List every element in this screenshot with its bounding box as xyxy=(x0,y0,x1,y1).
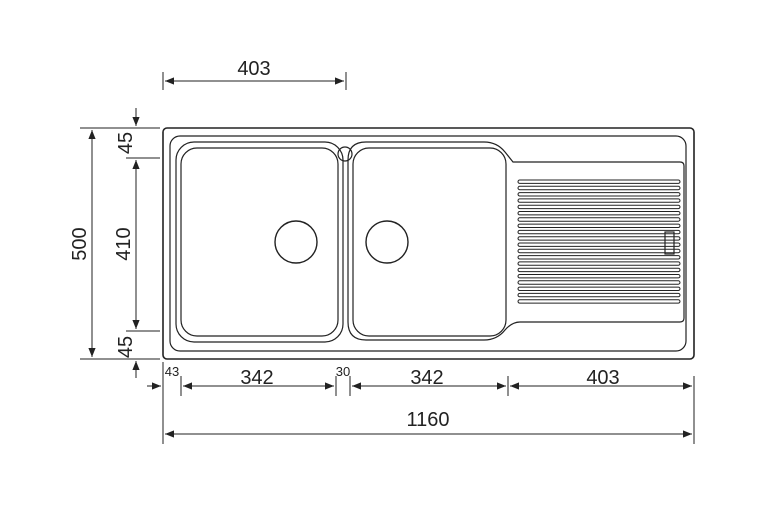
drainer-rib xyxy=(517,229,681,235)
dim-bottom-margin-label: 45 xyxy=(115,336,137,358)
dim-overall-width-label: 1160 xyxy=(406,409,449,431)
drainer-rib xyxy=(517,255,681,260)
overflow-icon xyxy=(337,146,353,162)
right-bowl xyxy=(347,141,685,341)
drainer-rib xyxy=(517,292,681,298)
dim-top-drainer: 403 xyxy=(162,58,347,90)
drainer-outlet xyxy=(664,231,675,255)
drainer-rib xyxy=(517,198,681,203)
drainer-rib xyxy=(517,286,681,292)
drainer-rib xyxy=(517,274,681,279)
dim-bowl-depth-label: 410 xyxy=(113,227,135,260)
drainer-rib xyxy=(517,236,681,241)
drainer-rib xyxy=(517,217,681,222)
dim-bowl1-width-label: 342 xyxy=(240,367,273,389)
drainer-rib xyxy=(517,179,681,184)
dim-bowl2-width-label: 342 xyxy=(410,367,443,389)
drainer-rib xyxy=(517,192,681,197)
drainer-rib xyxy=(517,185,681,191)
dim-left-margin-label: 43 xyxy=(165,364,179,379)
drainer-rib xyxy=(517,248,681,254)
dim-top-margin: 45 xyxy=(115,108,140,154)
drainer-rib xyxy=(517,261,681,266)
drainer-rib xyxy=(517,211,681,216)
dim-overall-depth: 500 xyxy=(69,127,160,360)
dim-bottom-margin: 45 xyxy=(115,336,140,378)
dim-bottom-row: 43 342 30 342 403 1160 xyxy=(147,362,695,444)
dim-top-margin-label: 45 xyxy=(115,132,137,154)
dim-bowl-depth: 410 xyxy=(113,157,160,332)
dim-bowl-gap-label: 30 xyxy=(336,364,350,379)
dim-overall-depth-label: 500 xyxy=(69,227,91,260)
drainer-rib xyxy=(517,299,681,304)
sink-outline xyxy=(162,127,695,360)
drainer-rib xyxy=(517,242,681,247)
drainer-rib xyxy=(517,267,681,273)
dim-top-drainer-label: 403 xyxy=(237,58,270,80)
dim-drainer-width-label: 403 xyxy=(586,367,619,389)
drainer-ribs xyxy=(517,179,681,304)
left-drain-icon xyxy=(274,220,318,264)
left-bowl xyxy=(175,141,344,343)
drainer-rib xyxy=(517,280,681,285)
drainer-rib xyxy=(517,223,681,229)
drainer-rib xyxy=(517,204,681,210)
right-drain-icon xyxy=(365,220,409,264)
